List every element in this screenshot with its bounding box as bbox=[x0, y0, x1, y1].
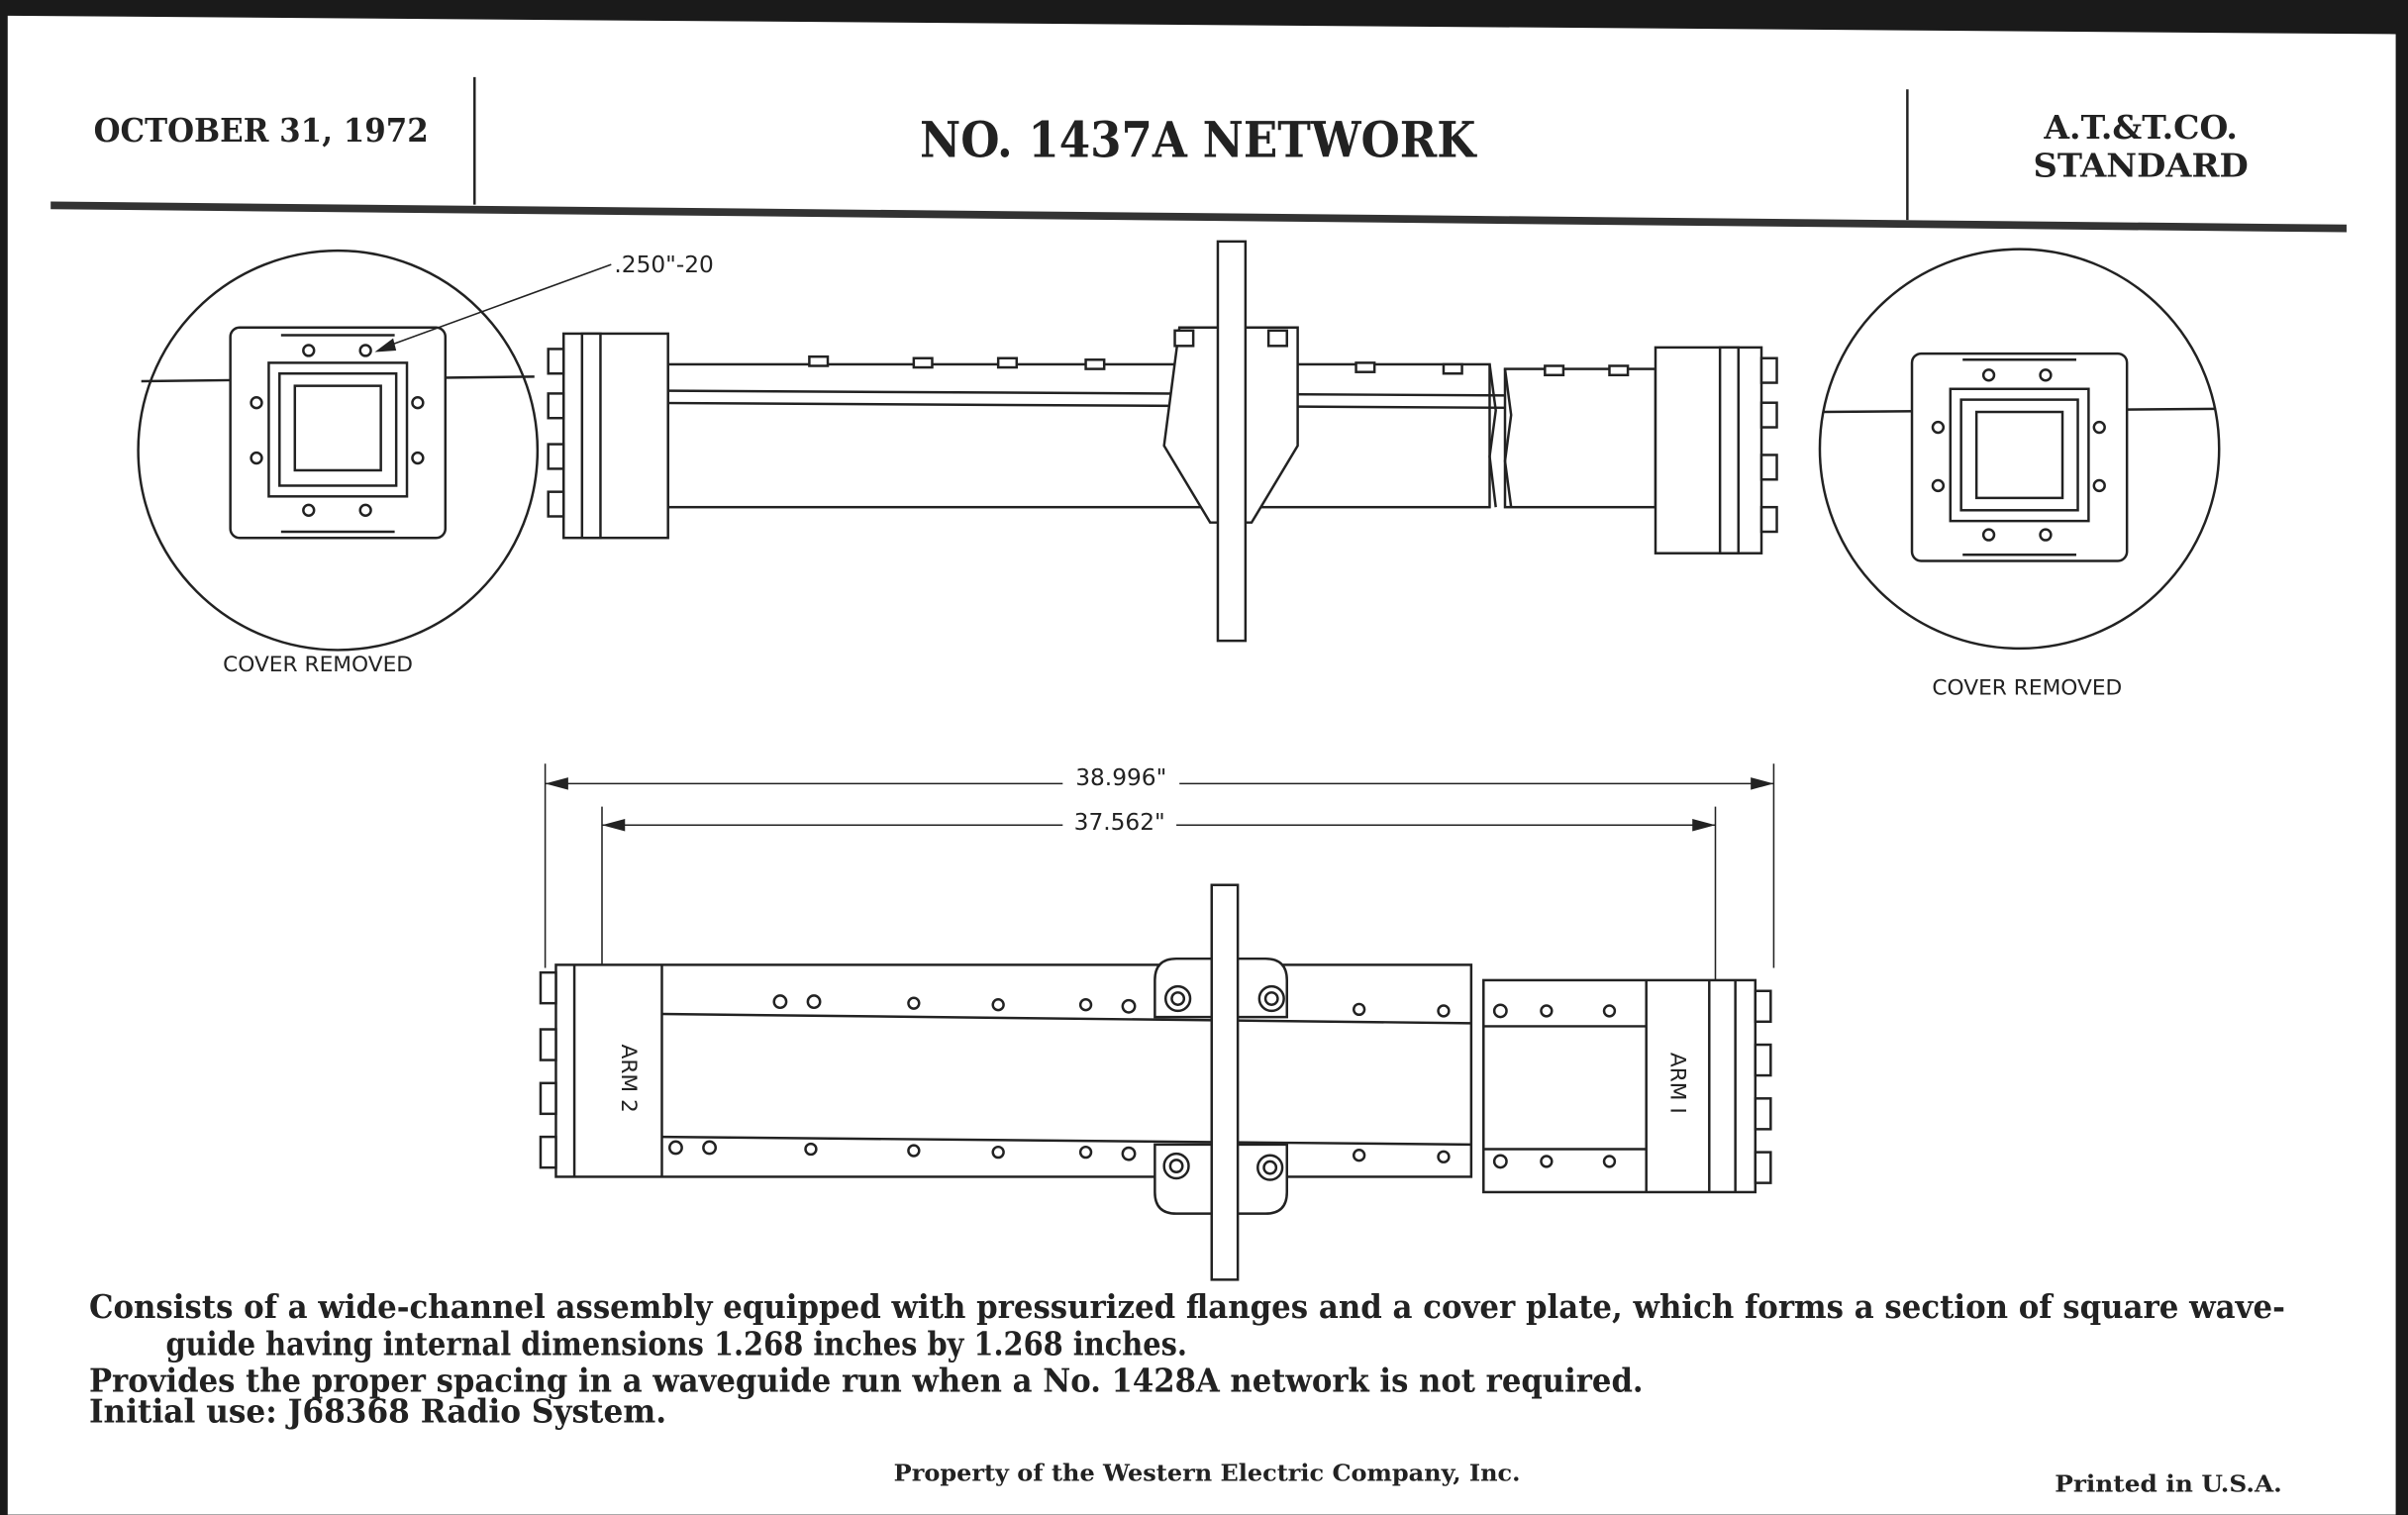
dimensions: 38.996" 37.562" bbox=[544, 763, 1775, 983]
description-line-2: guide having internal dimensions 1.268 i… bbox=[166, 1324, 1187, 1363]
date: OCTOBER 31, 1972 bbox=[94, 111, 429, 150]
header: OCTOBER 31, 1972 NO. 1437A NETWORK A.T.&… bbox=[50, 76, 2347, 233]
side-elevation bbox=[547, 240, 1778, 643]
arm-2-label: ARM 2 bbox=[616, 1044, 641, 1112]
overall-length: 38.996" bbox=[1075, 764, 1166, 791]
flange-length: 37.562" bbox=[1074, 809, 1165, 836]
header-divider bbox=[50, 201, 2347, 233]
description-line-4: Initial use: J68368 Radio System. bbox=[89, 1392, 666, 1431]
description-line-1: Consists of a wide-channel assembly equi… bbox=[89, 1287, 2285, 1326]
arm-1-label: ARM I bbox=[1665, 1053, 1690, 1114]
left-detail-label: COVER REMOVED bbox=[223, 653, 413, 677]
standard-line2: STANDARD bbox=[2034, 147, 2249, 185]
left-detail-view: .250"-20 COVER REMOVED bbox=[137, 249, 714, 677]
right-detail-label: COVER REMOVED bbox=[1932, 675, 2122, 700]
plan-view: ARM 2 ARM I bbox=[539, 883, 1772, 1281]
screw-callout: .250"-20 bbox=[614, 252, 713, 278]
footer: Property of the Western Electric Company… bbox=[894, 1461, 2282, 1498]
description-line-3: Provides the proper spacing in a wavegui… bbox=[89, 1362, 1644, 1400]
printed-in: Printed in U.S.A. bbox=[2055, 1470, 2282, 1497]
page-title: NO. 1437A NETWORK bbox=[920, 111, 1477, 169]
right-detail-view: COVER REMOVED bbox=[1818, 248, 2221, 700]
standard-line1: A.T.&T.CO. bbox=[2043, 108, 2237, 147]
description: Consists of a wide-channel assembly equi… bbox=[89, 1287, 2285, 1430]
property-notice: Property of the Western Electric Company… bbox=[894, 1461, 1521, 1487]
